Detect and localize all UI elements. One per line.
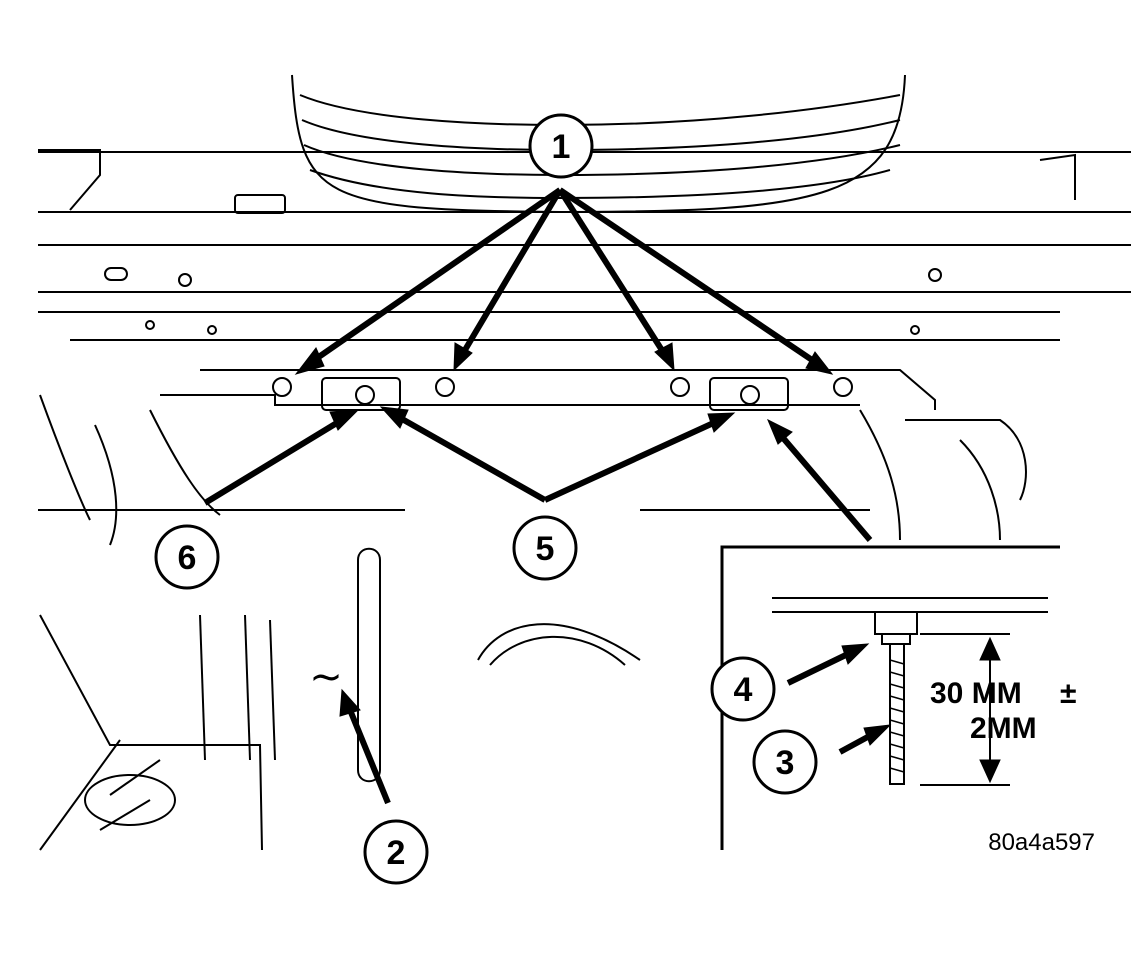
callout-circle-2 bbox=[363, 819, 429, 885]
callout-label-2: 2 bbox=[387, 834, 406, 872]
figure-id: 80a4a597 bbox=[988, 829, 1095, 856]
bolt-1a bbox=[272, 377, 292, 397]
callout-label-3: 3 bbox=[776, 744, 795, 782]
stud bbox=[889, 643, 905, 785]
callout-label-1: 1 bbox=[552, 128, 571, 166]
callout-label-5: 5 bbox=[536, 530, 555, 568]
vehicle-underbody-lines bbox=[38, 74, 1131, 851]
callout-circle-1 bbox=[528, 113, 594, 179]
tilde-mark: ~ bbox=[309, 654, 343, 700]
leader-arrows bbox=[203, 187, 892, 805]
stud-right bbox=[740, 385, 760, 405]
stud-left bbox=[355, 385, 375, 405]
bolt-1b bbox=[435, 377, 455, 397]
callout-labels: 1 2 3 4 5 6 bbox=[178, 128, 795, 872]
dimension-plusminus: ± bbox=[1060, 677, 1076, 710]
spare-tire bbox=[291, 74, 906, 214]
dimension-tolerance: 2MM bbox=[970, 712, 1037, 745]
bolt-1c bbox=[670, 377, 690, 397]
callout-label-6: 6 bbox=[178, 539, 197, 577]
callout-circle-3 bbox=[752, 729, 818, 795]
bolts bbox=[272, 377, 853, 405]
callout-circles bbox=[154, 113, 818, 885]
callout-circle-6 bbox=[154, 524, 220, 590]
callout-label-4: 4 bbox=[734, 671, 753, 709]
dimension-value: 30 MM bbox=[930, 677, 1022, 710]
bolt-1d bbox=[833, 377, 853, 397]
callout-circle-4 bbox=[710, 656, 776, 722]
detail-inset bbox=[720, 545, 1060, 850]
callout-circle-5 bbox=[512, 515, 578, 581]
nut bbox=[874, 611, 918, 635]
